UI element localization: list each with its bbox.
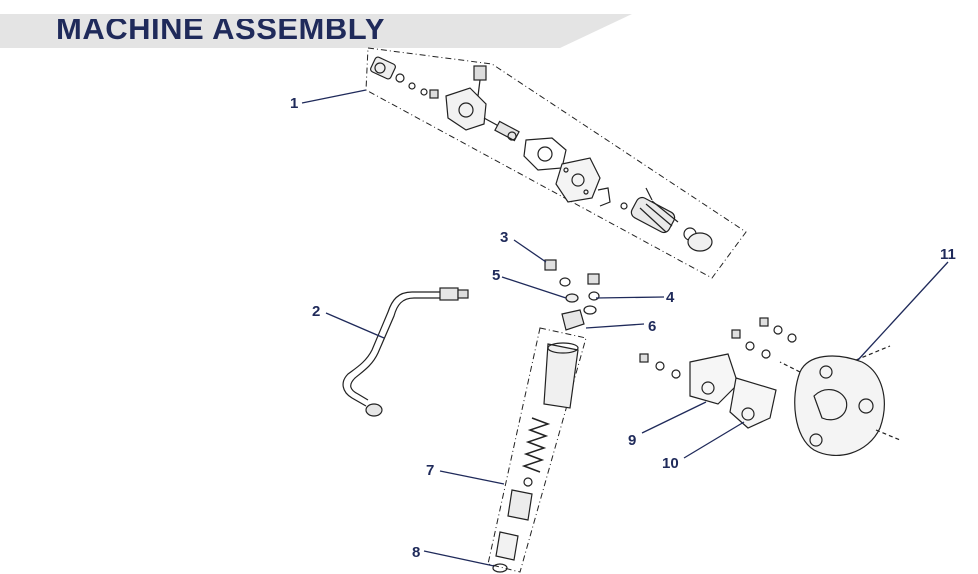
assembly-1-fuel-pump-group — [365, 47, 747, 279]
assembly-9-10-11-mounting-plates — [639, 317, 901, 457]
callout-10: 10 — [662, 455, 679, 472]
callout-9: 9 — [628, 432, 636, 449]
callout-5: 5 — [492, 267, 500, 284]
callout-3: 3 — [500, 229, 508, 246]
assembly-7-injector-stack — [487, 327, 587, 573]
leader-lines — [301, 89, 949, 567]
callout-6: 6 — [648, 318, 656, 335]
callout-1: 1 — [290, 95, 298, 112]
nuts-washers-group — [544, 259, 600, 331]
callout-2: 2 — [312, 303, 320, 320]
page-title: MACHINE ASSEMBLY — [56, 11, 386, 46]
callout-4: 4 — [666, 289, 675, 306]
callout-7: 7 — [426, 462, 434, 479]
title-band — [0, 14, 632, 48]
assembly-2-fuel-pipe — [342, 287, 469, 417]
callout-11: 11 — [940, 246, 956, 263]
callout-8: 8 — [412, 544, 420, 561]
